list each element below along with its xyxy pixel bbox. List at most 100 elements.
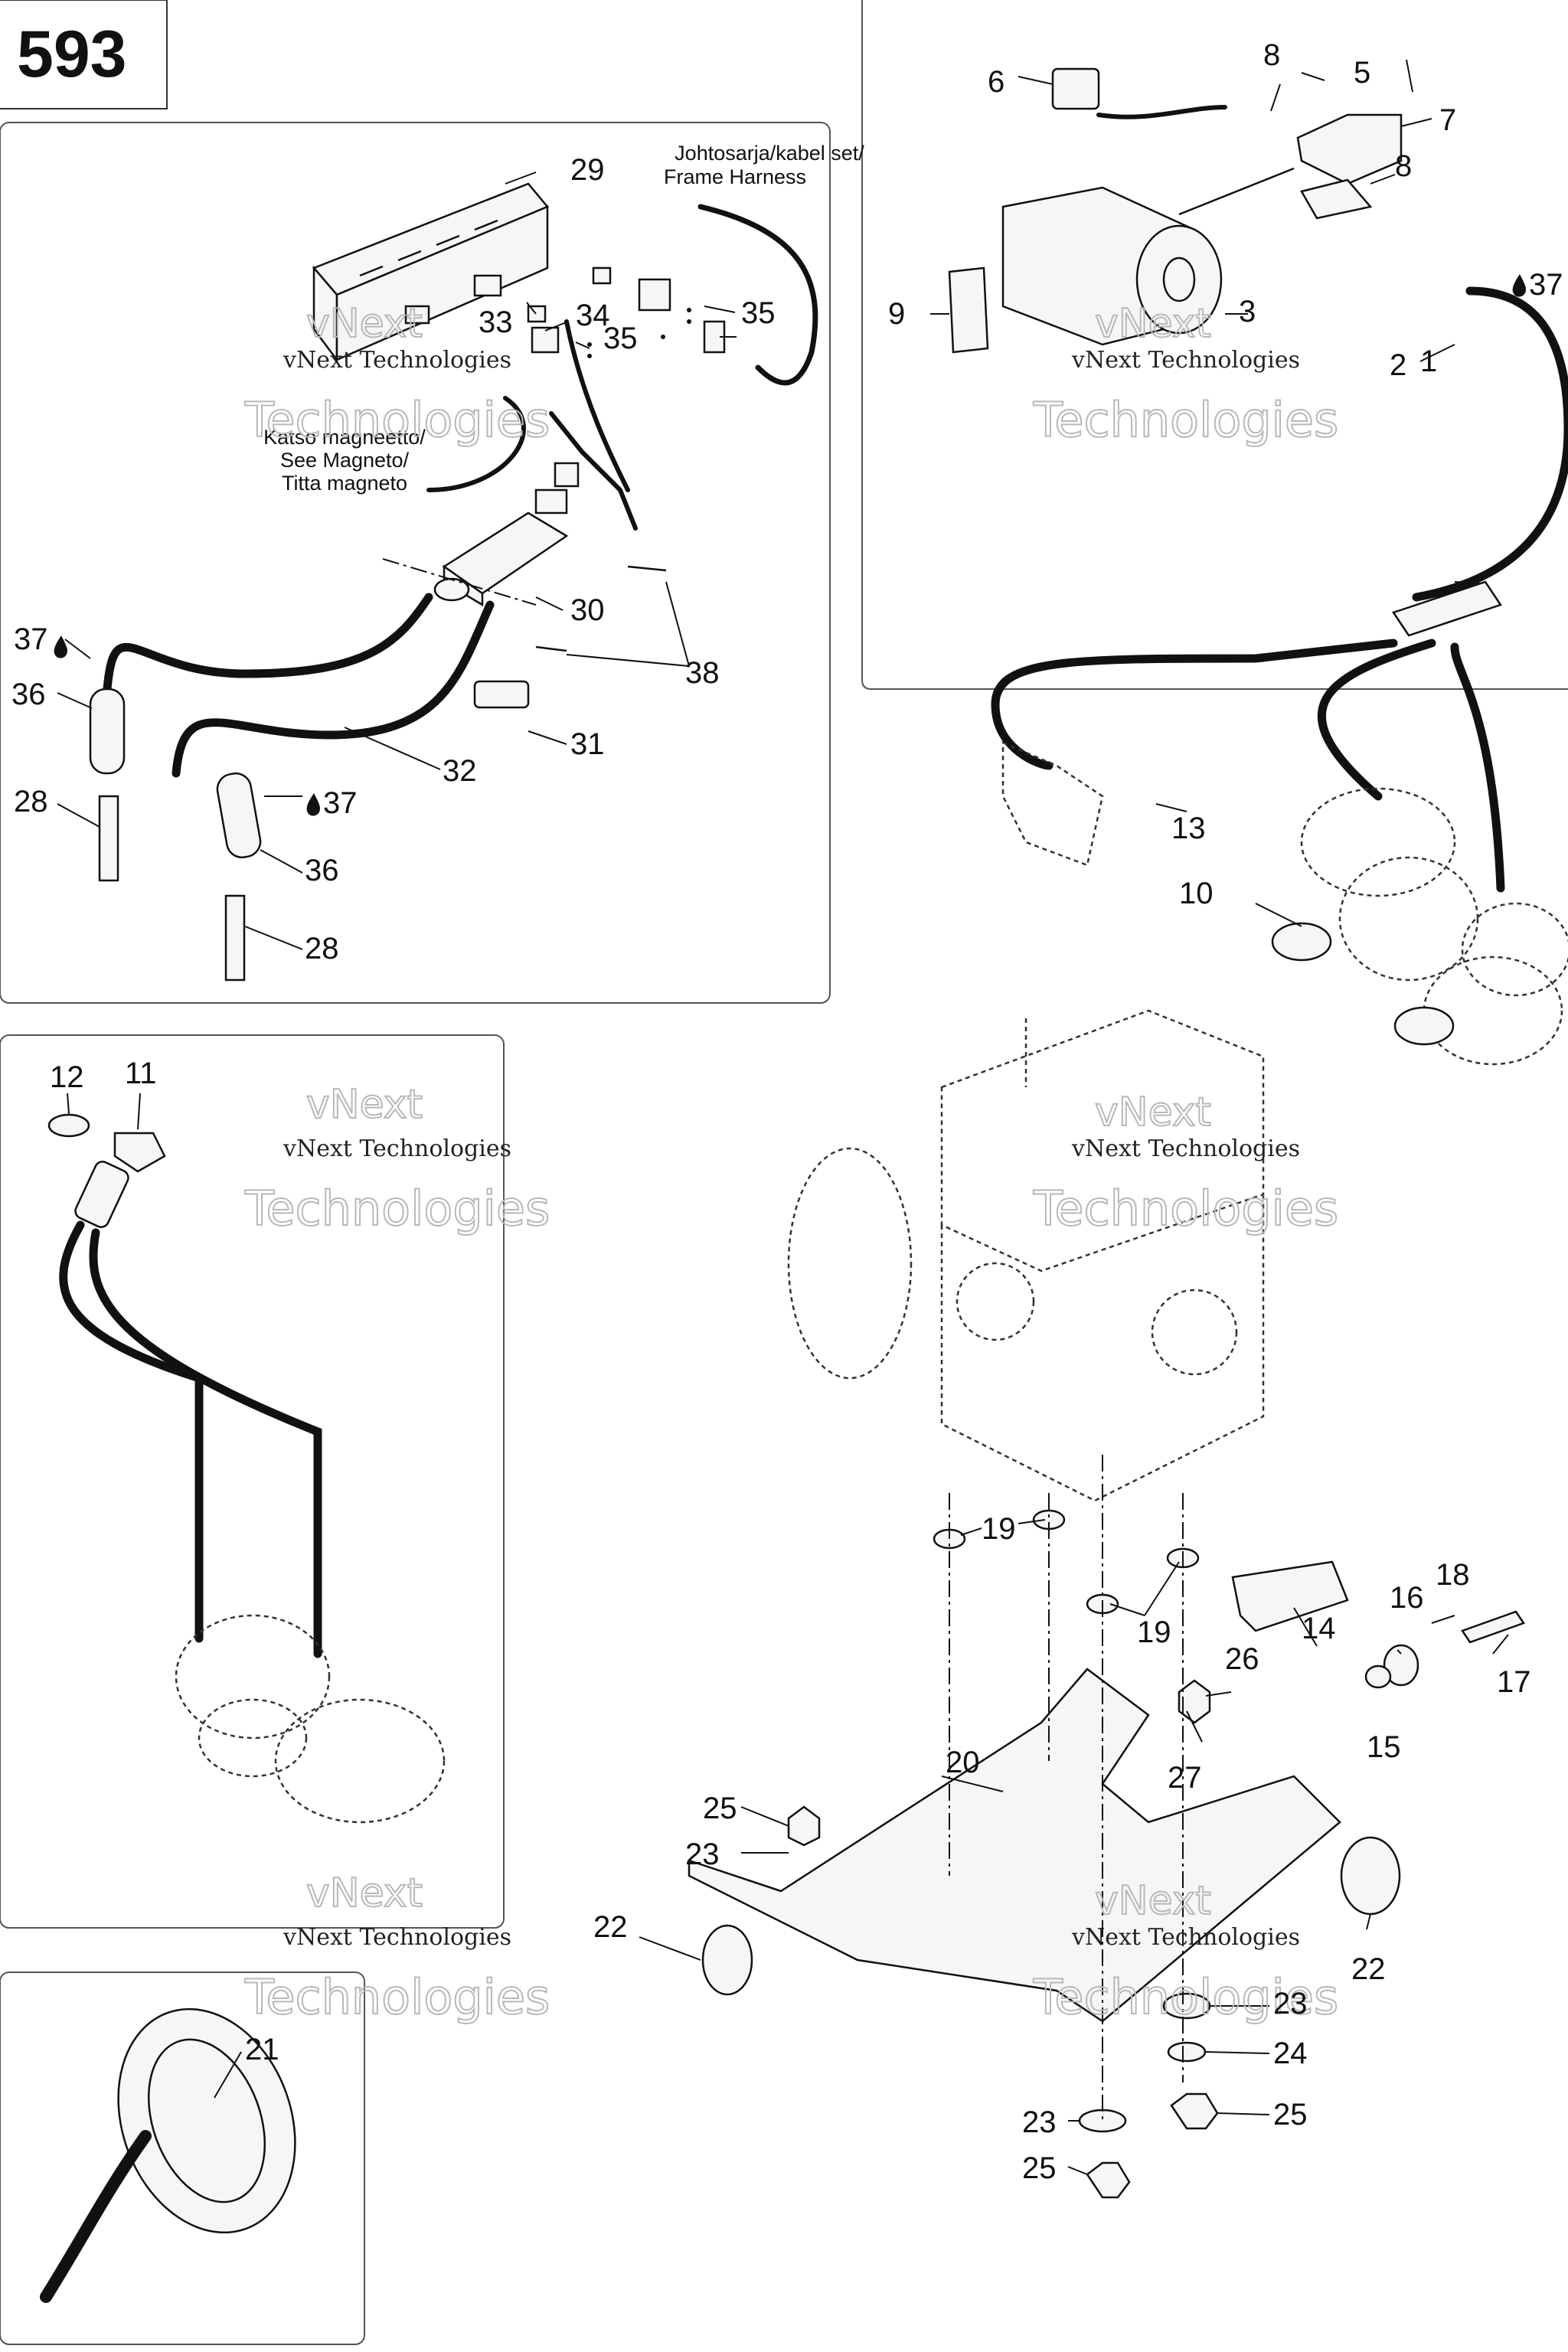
callout-5: 5 bbox=[1354, 56, 1370, 90]
watermark-outline: Technologies bbox=[244, 1969, 550, 2025]
callout-36-left: 36 bbox=[11, 678, 46, 711]
coil-fasteners bbox=[473, 565, 667, 709]
callout-28-left: 28 bbox=[14, 785, 48, 818]
callout-8-bottom: 8 bbox=[1395, 149, 1412, 183]
callout-23-right: 23 bbox=[1273, 1987, 1308, 2020]
callout-7: 7 bbox=[1439, 103, 1456, 137]
throttle-lever bbox=[1296, 113, 1403, 220]
carburetor-clamps bbox=[1271, 922, 1455, 1046]
cable-splitter bbox=[1392, 580, 1502, 637]
watermark-text: vNext Technologies bbox=[1071, 1924, 1300, 1951]
throttle-switch bbox=[1051, 67, 1227, 119]
callout-6: 6 bbox=[988, 65, 1004, 99]
spark-plugs bbox=[98, 795, 246, 982]
watermark-outline: Technologies bbox=[244, 1181, 550, 1236]
callout-19-left: 19 bbox=[982, 1512, 1016, 1546]
callout-2: 2 bbox=[1390, 348, 1406, 382]
bracket bbox=[1001, 741, 1104, 867]
watermark-text: vNext Technologies bbox=[283, 1924, 511, 1951]
carb-sensor bbox=[47, 1113, 322, 1658]
callout-37-right: 37 bbox=[1529, 268, 1563, 302]
callout-25-right: 25 bbox=[1273, 2098, 1308, 2132]
front-bracket bbox=[1231, 1560, 1349, 1632]
spacers-and-nuts bbox=[787, 1509, 1419, 2199]
watermark-outline: vNext bbox=[1095, 1878, 1211, 1924]
callout-36-right: 36 bbox=[305, 854, 339, 887]
callout-13: 13 bbox=[1171, 812, 1206, 845]
rubber-mounts bbox=[701, 1836, 1401, 1996]
primer-handle bbox=[40, 2007, 296, 2303]
carb-pair-dashed bbox=[175, 1614, 446, 1824]
callout-25-upper: 25 bbox=[703, 1792, 737, 1825]
callout-19-right: 19 bbox=[1137, 1615, 1171, 1649]
panel-throttle-handle bbox=[861, 0, 1568, 690]
callout-24: 24 bbox=[1273, 2037, 1308, 2070]
callout-25-lower: 25 bbox=[1022, 2151, 1057, 2185]
watermark-outline: Technologies bbox=[1033, 1181, 1338, 1236]
magneto-caption-line-1: Katso magneetto/ bbox=[263, 426, 426, 449]
callout-31: 31 bbox=[570, 727, 605, 761]
callout-27: 27 bbox=[1168, 1761, 1202, 1795]
callout-32: 32 bbox=[443, 754, 477, 788]
connector-parts bbox=[527, 266, 726, 358]
callout-29: 29 bbox=[570, 153, 605, 187]
callout-26: 26 bbox=[1225, 1642, 1259, 1676]
callout-37-middle: 37 bbox=[323, 786, 358, 820]
throttle-housing bbox=[1001, 186, 1223, 346]
callout-34: 34 bbox=[576, 299, 610, 332]
oil-drop-icon bbox=[54, 274, 1526, 816]
page-number-tab: 593 bbox=[0, 0, 168, 109]
callout-35-right: 35 bbox=[741, 296, 776, 330]
watermark-text: vNext Technologies bbox=[283, 1135, 511, 1162]
watermark-outline: vNext bbox=[306, 1870, 423, 1916]
watermark-outline: vNext bbox=[1095, 1089, 1211, 1135]
ignition-coil bbox=[433, 462, 580, 607]
harness-caption-line-1: Johtosarja/kabel set/ bbox=[675, 142, 864, 165]
ecu-module bbox=[312, 182, 550, 363]
throttle-cover bbox=[948, 266, 989, 354]
callout-35-left: 35 bbox=[603, 322, 638, 355]
callouts: 1 2 3 5 6 7 8 8 9 10 11 12 13 14 15 16 1… bbox=[11, 38, 1563, 2185]
panel-primer bbox=[0, 1971, 365, 2345]
spark-plug-caps bbox=[89, 688, 262, 859]
panel-carb-sensor bbox=[0, 1034, 505, 1929]
callout-37-left: 37 bbox=[14, 622, 48, 656]
callout-12: 12 bbox=[50, 1060, 84, 1094]
magneto-caption-line-3: Titta magneto bbox=[282, 472, 407, 495]
callout-11: 11 bbox=[125, 1057, 157, 1090]
callout-21: 21 bbox=[245, 2033, 279, 2066]
watermark-outline: Technologies bbox=[1033, 1969, 1338, 2025]
harness-caption-line-2: Frame Harness bbox=[664, 165, 806, 188]
watermarks: vNext Technologies Technologies vNext Te… bbox=[243, 300, 1339, 2026]
engine-mount-plate bbox=[688, 1668, 1341, 2023]
bolt bbox=[1461, 1610, 1525, 1644]
page-number: 593 bbox=[17, 18, 127, 91]
assembly-arrow bbox=[1178, 167, 1295, 216]
callout-20: 20 bbox=[946, 1746, 980, 1779]
ignition-wires bbox=[103, 204, 818, 778]
watermark-outline: vNext bbox=[1095, 301, 1211, 347]
engine-block bbox=[787, 1009, 1265, 1502]
leader-lines bbox=[57, 59, 1509, 2175]
callout-23-lower: 23 bbox=[1022, 2105, 1057, 2139]
callout-28-right: 28 bbox=[305, 932, 339, 965]
watermark-text: vNext Technologies bbox=[1071, 1135, 1300, 1162]
callout-10: 10 bbox=[1179, 877, 1214, 910]
callout-38: 38 bbox=[685, 656, 720, 690]
carburetors bbox=[1300, 787, 1568, 1066]
callout-3: 3 bbox=[1239, 295, 1256, 328]
watermark-text: vNext Technologies bbox=[1071, 347, 1300, 374]
callout-23-upper: 23 bbox=[685, 1838, 720, 1871]
watermark-outline: Technologies bbox=[244, 392, 550, 448]
callout-16: 16 bbox=[1390, 1581, 1424, 1615]
callout-22-right: 22 bbox=[1351, 1952, 1386, 1986]
harness-caption: Johtosarja/kabel set/ Frame Harness bbox=[664, 142, 864, 188]
callout-22-left: 22 bbox=[593, 1910, 628, 1944]
callout-18: 18 bbox=[1436, 1558, 1470, 1592]
callout-15: 15 bbox=[1367, 1730, 1401, 1764]
watermark-outline: vNext bbox=[306, 1082, 423, 1128]
callout-14: 14 bbox=[1302, 1612, 1336, 1645]
magneto-caption: Katso magneetto/ See Magneto/ Titta magn… bbox=[263, 426, 426, 495]
watermark-outline: vNext bbox=[306, 301, 423, 347]
